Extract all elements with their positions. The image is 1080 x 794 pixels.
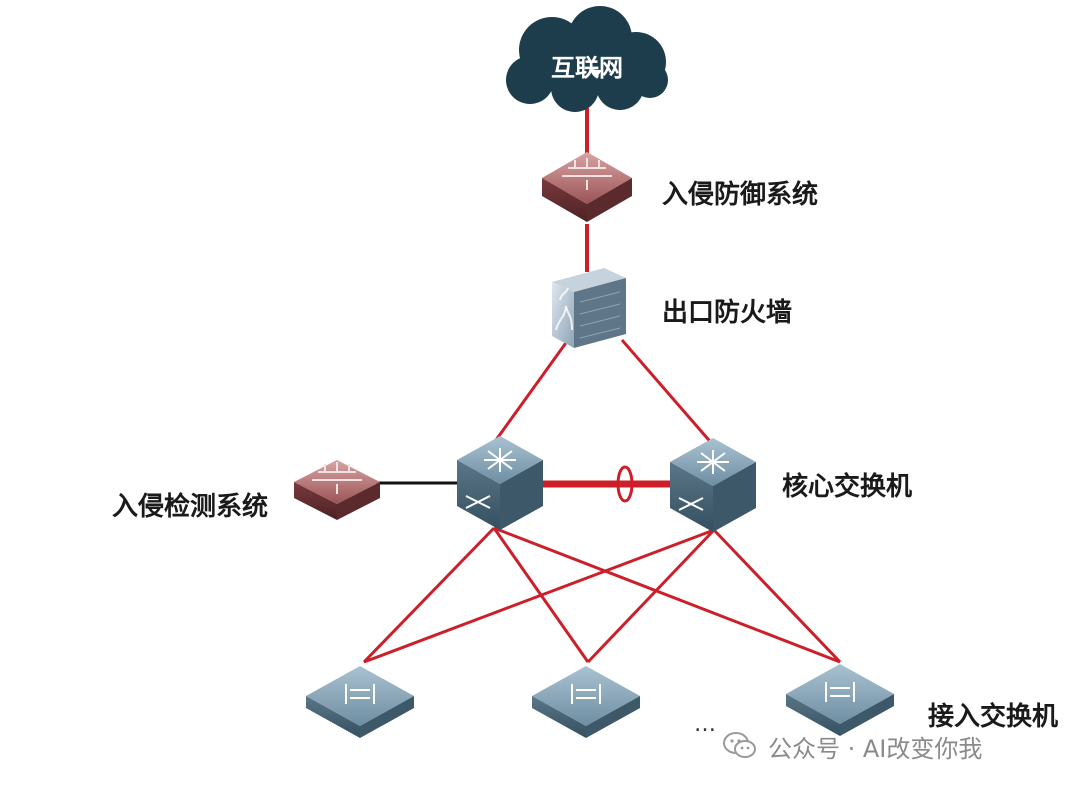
more-access-switches-ellipsis: … xyxy=(694,712,716,737)
access-switch-2-icon xyxy=(532,666,640,738)
link-firewall-core-right xyxy=(620,339,716,447)
wechat-icon xyxy=(723,732,756,758)
ids-device-icon xyxy=(294,460,380,520)
cloud-icon xyxy=(506,6,668,112)
link-coreR-access2 xyxy=(586,528,716,664)
link-coreL-access3 xyxy=(493,526,841,664)
internet-label: 互联网 xyxy=(551,54,623,82)
core-switch-left-icon xyxy=(457,436,543,530)
access-switch-3-icon xyxy=(786,664,894,736)
firewall-label: 出口防火墙 xyxy=(662,298,793,328)
ips-device-icon xyxy=(542,152,632,222)
links xyxy=(362,108,842,664)
link-coreR-access1 xyxy=(363,528,715,664)
core-switch-right-icon xyxy=(670,438,756,532)
access-switch-label: 接入交换机 xyxy=(928,702,1059,732)
core-switch-label: 核心交换机 xyxy=(782,472,913,502)
ids-label: 入侵检测系统 xyxy=(112,492,269,522)
ips-label: 入侵防御系统 xyxy=(662,180,819,210)
link-firewall-core-left xyxy=(494,339,570,441)
watermark: 公众号 · AI改变你我 xyxy=(722,728,982,764)
access-switch-1-icon xyxy=(306,666,414,738)
link-coreL-access1 xyxy=(362,526,496,664)
link-coreR-access3 xyxy=(712,528,842,664)
firewall-icon xyxy=(552,268,626,348)
watermark-text: 公众号 · AI改变你我 xyxy=(768,734,983,763)
link-aggregation-marker xyxy=(616,465,634,503)
